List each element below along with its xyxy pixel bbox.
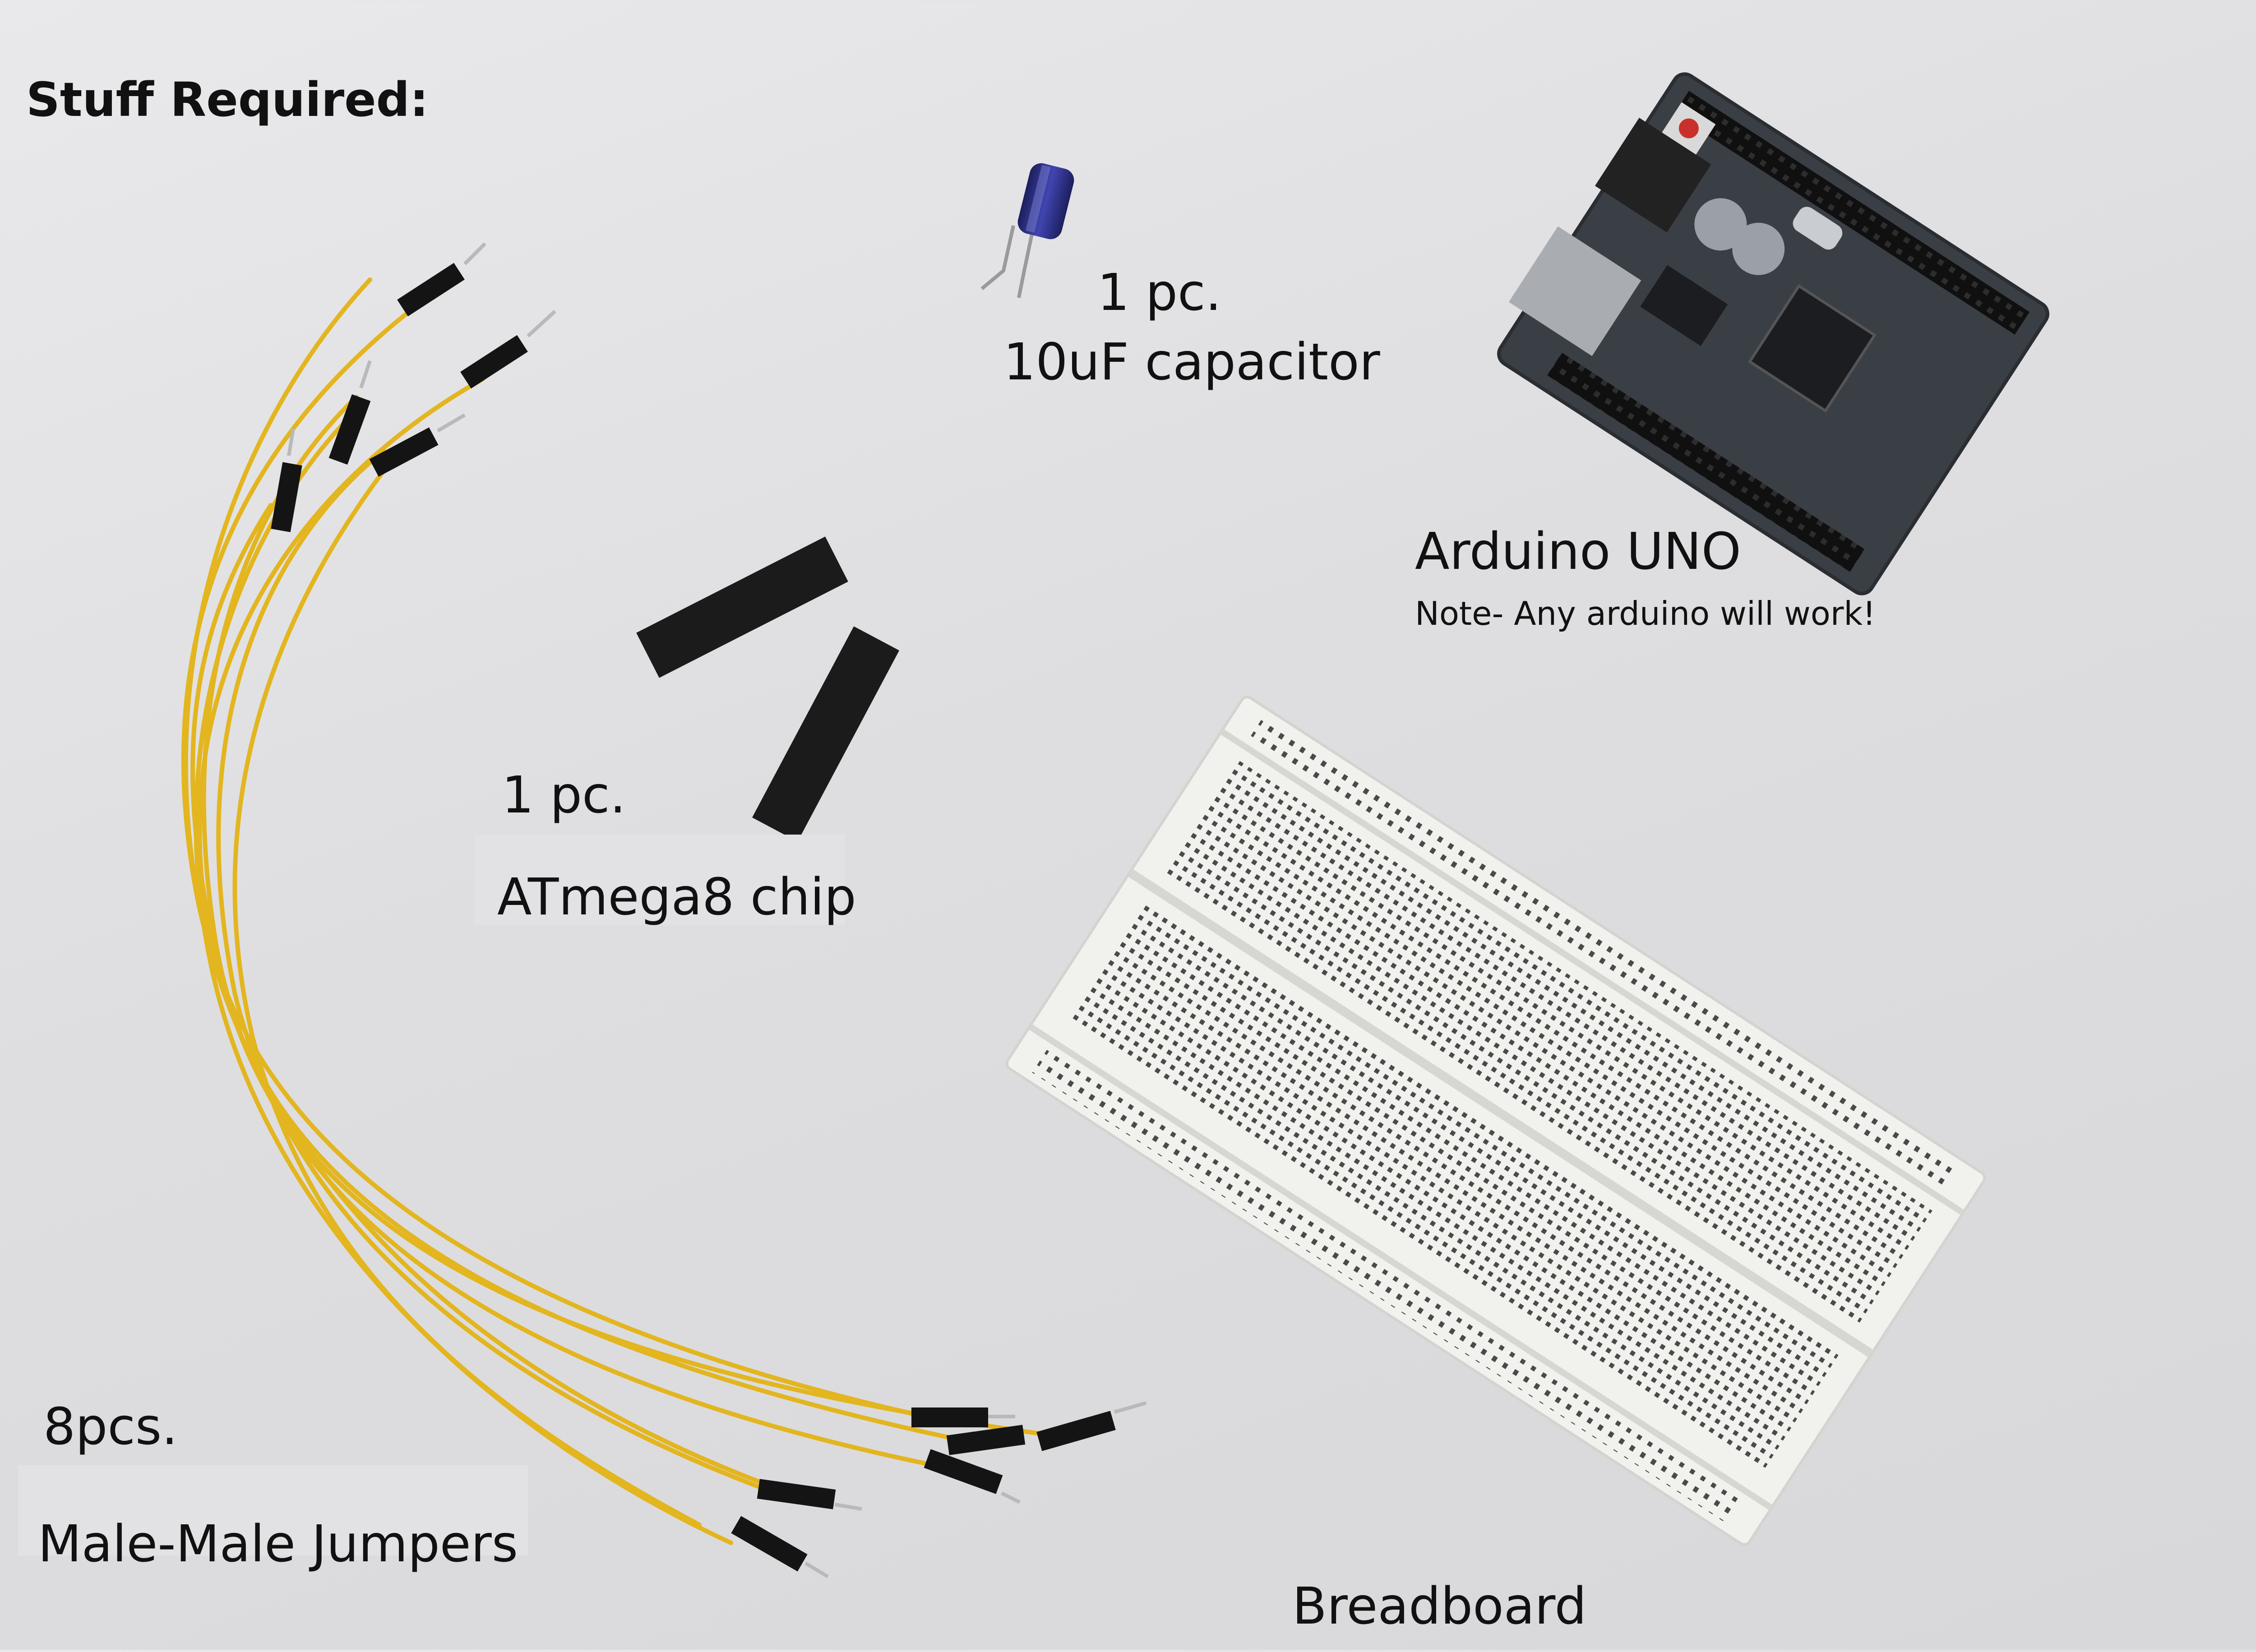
jumper-label-backdrop <box>18 1465 528 1555</box>
page-heading: Stuff Required: <box>26 72 429 127</box>
capacitor-illustration <box>980 163 1074 298</box>
chip-name: ATmega8 chip <box>497 868 856 927</box>
jumpers-name: Male-Male Jumpers <box>38 1515 518 1574</box>
arduino-note: Note- Any arduino will work! <box>1415 595 1876 632</box>
arduino-name: Arduino UNO <box>1415 522 1741 581</box>
jumpers-quantity: 8pcs. <box>43 1398 178 1456</box>
breadboard-illustration <box>1005 696 1986 1546</box>
arduino-board-illustration <box>1497 72 2049 595</box>
jumper-pins <box>287 242 1147 1578</box>
chip-quantity: 1 pc. <box>502 766 626 825</box>
breadboard-name: Breadboard <box>1292 1577 1587 1636</box>
chip-illustration <box>636 536 900 842</box>
jumper-connectors <box>271 263 1116 1572</box>
chip-label-backdrop <box>475 835 845 925</box>
capacitor-quantity: 1 pc. <box>1097 263 1222 322</box>
capacitor-name: 10uF capacitor <box>1003 333 1380 392</box>
jumper-wires-illustration <box>181 277 1049 1545</box>
